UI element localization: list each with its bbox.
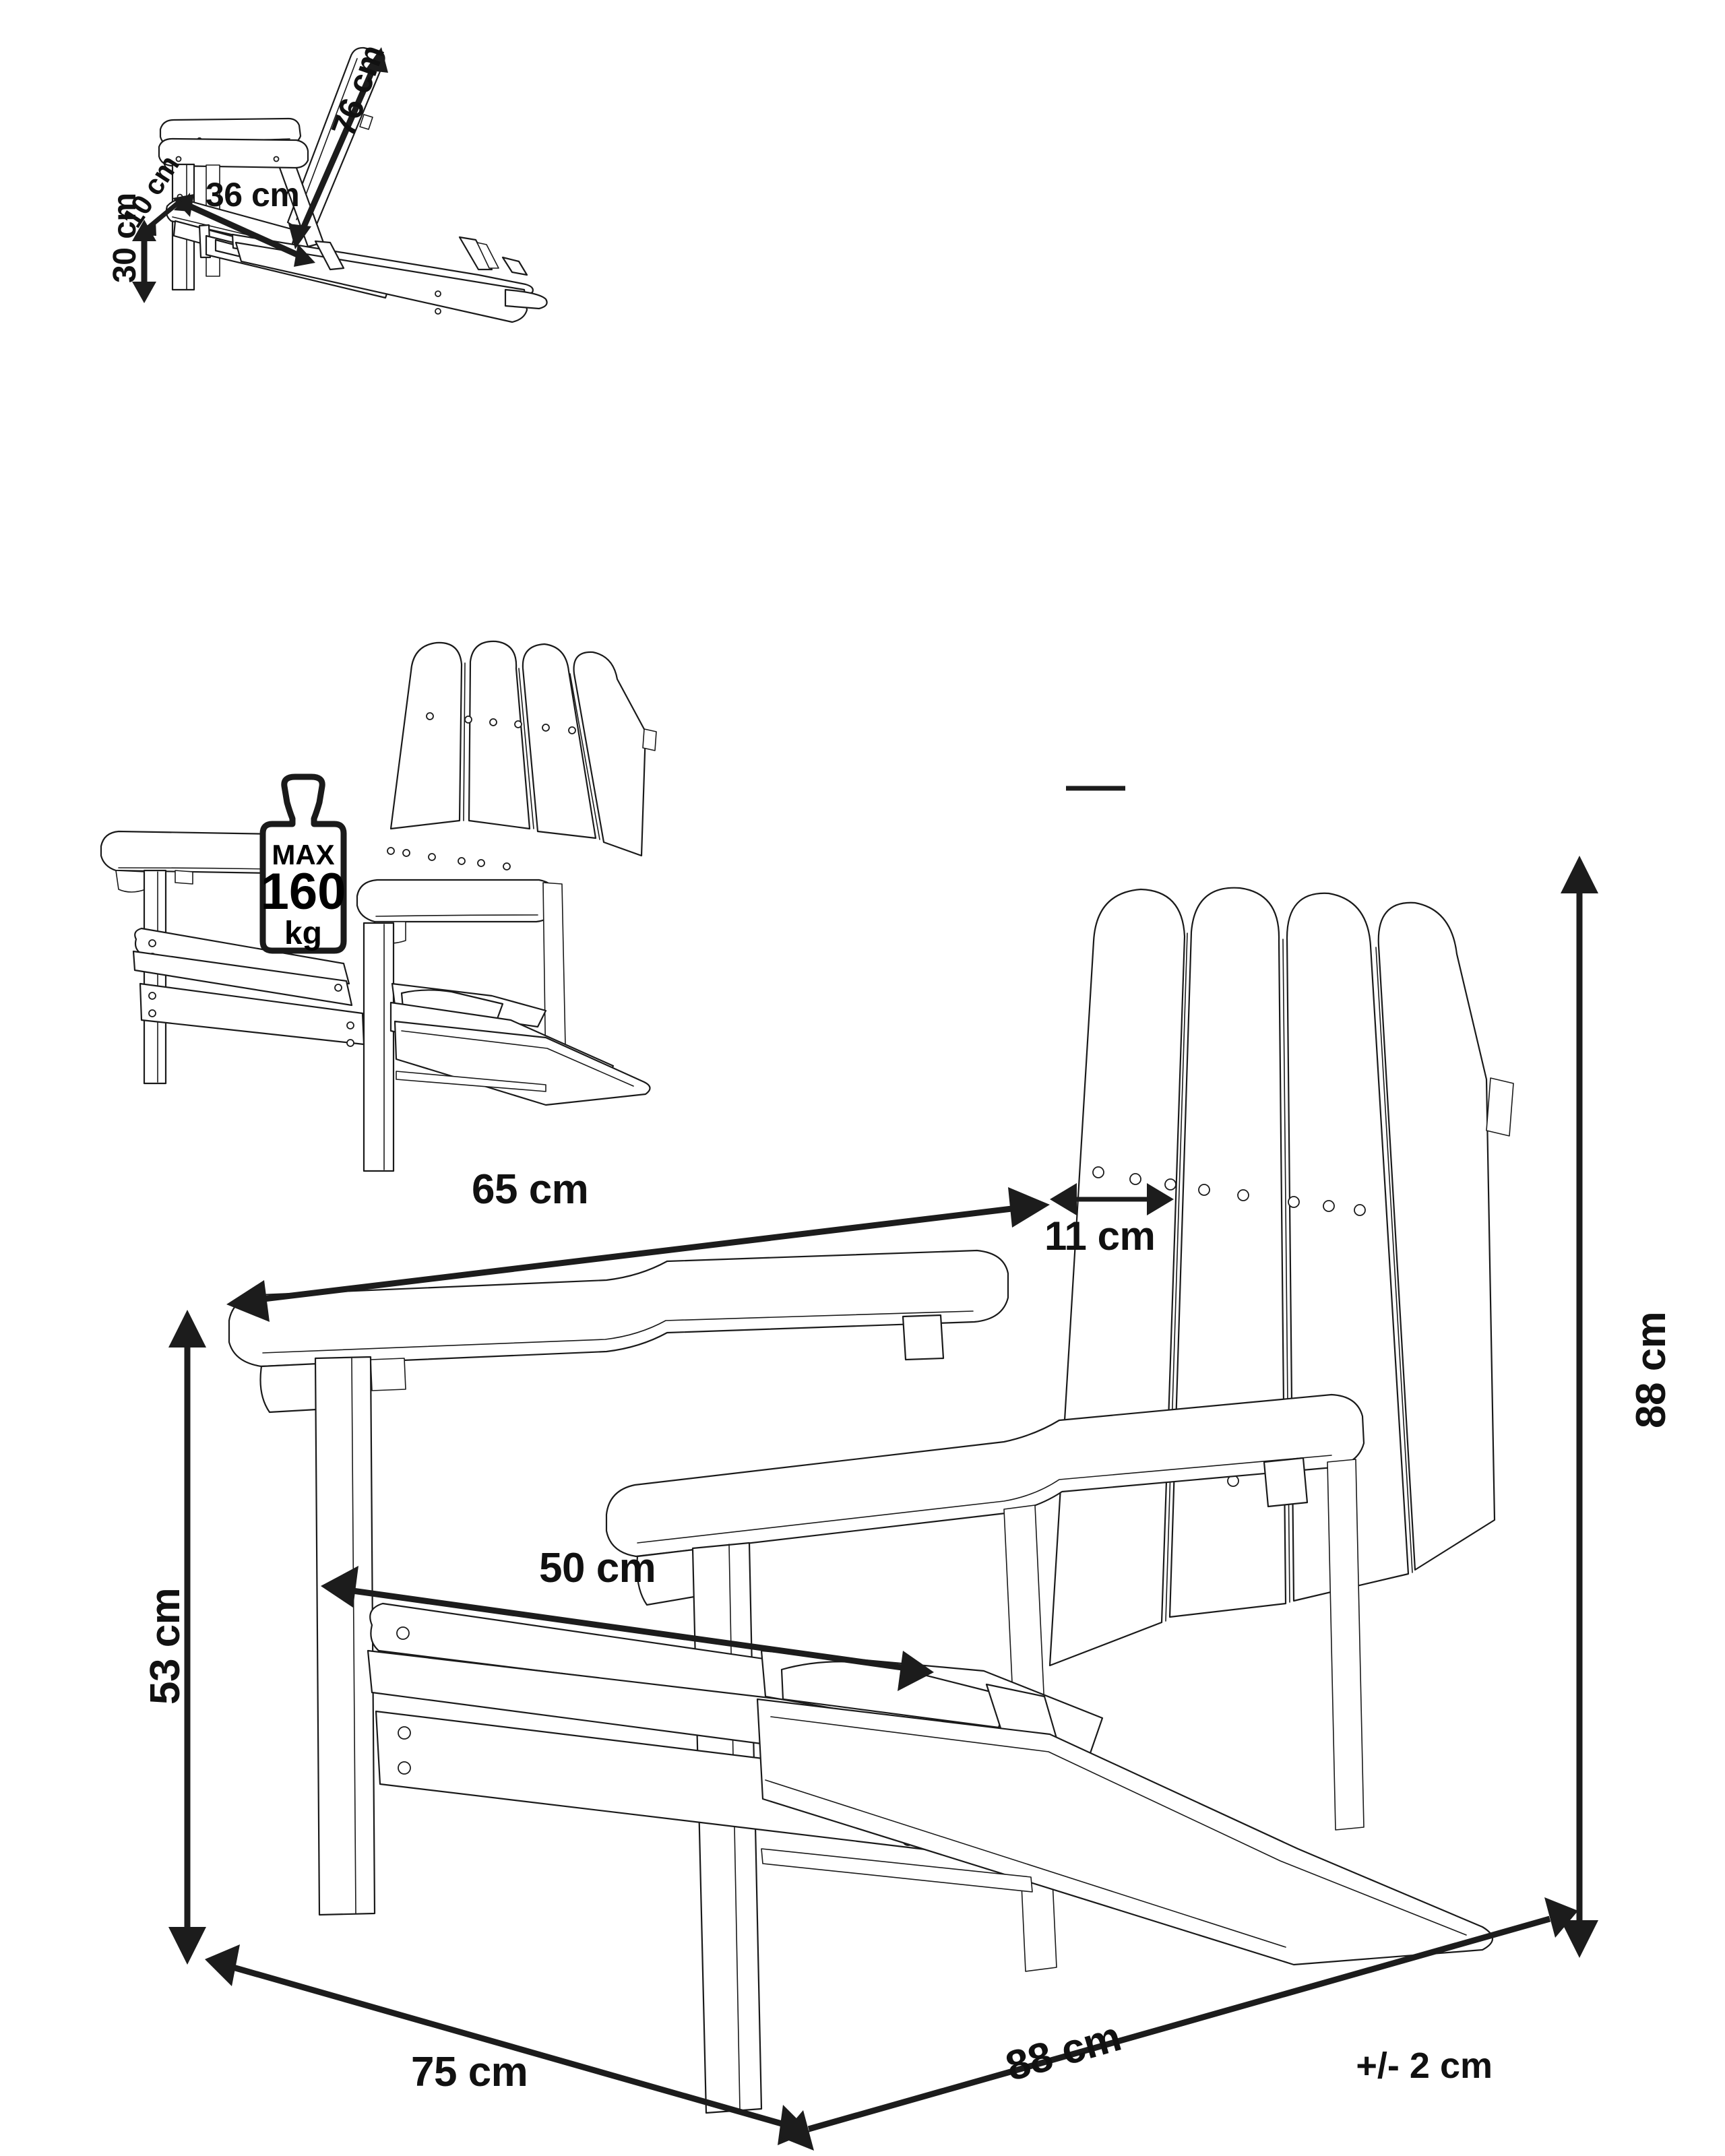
dimension-arrow-overall-width: [205, 1944, 810, 2145]
dimension-arrow-seat-front-height: [168, 1310, 206, 1965]
dimension-arrow-seat-width: [321, 1566, 934, 1691]
tolerance-note: +/- 2 cm: [1356, 2046, 1493, 2086]
dimension-label-slat-width: 11 cm: [1044, 1213, 1156, 1259]
chair-side-outline: [158, 46, 548, 323]
weight-badge-unit: kg: [284, 916, 322, 951]
side-view-drawing: [158, 46, 548, 323]
dimension-label-seat-width: 50 cm: [539, 1545, 656, 1591]
main-view: 11 cm 65 cm 50 cm 88 cm 53 cm 75 cm 88 c…: [142, 786, 1725, 2151]
chair-main-outline: [228, 887, 1514, 2114]
dimension-label-overall-width: 75 cm: [411, 2049, 528, 2095]
dimension-label-seat-height: 30 cm: [107, 193, 143, 283]
load-rating-view: MAX 160 kg: [74, 606, 667, 1199]
side-view-dimensions: [132, 47, 388, 303]
dimension-arrow-overall-height: [1561, 856, 1598, 1958]
weight-badge-icon: [259, 773, 347, 954]
dimension-label-seat-depth: 36 cm: [206, 176, 300, 214]
dimension-label-seat-front-height: 53 cm: [142, 1587, 189, 1705]
dimension-label-overall-height: 88 cm: [1628, 1311, 1674, 1428]
dimension-label-armrest-width: 65 cm: [472, 1166, 589, 1213]
weight-badge-max-label: MAX: [272, 839, 335, 870]
chair-perspective-outline: [100, 640, 657, 1172]
dimension-arrow-seat-height: [132, 220, 156, 303]
dimension-arrow-backrest-length: [288, 47, 388, 249]
main-view-drawing: [228, 887, 1514, 2114]
main-view-dimensions: [168, 786, 1598, 2151]
dimension-arrow-armrest-width: [226, 1187, 1050, 1322]
weight-badge-value: 160: [260, 863, 346, 920]
slat-width-arrow: [1050, 1183, 1174, 1215]
dimension-arrow-overall-depth: [780, 1897, 1578, 2151]
load-view-drawing: [100, 640, 657, 1172]
side-view: 76 cm 10 cm 36 cm 30 cm: [74, 20, 681, 586]
